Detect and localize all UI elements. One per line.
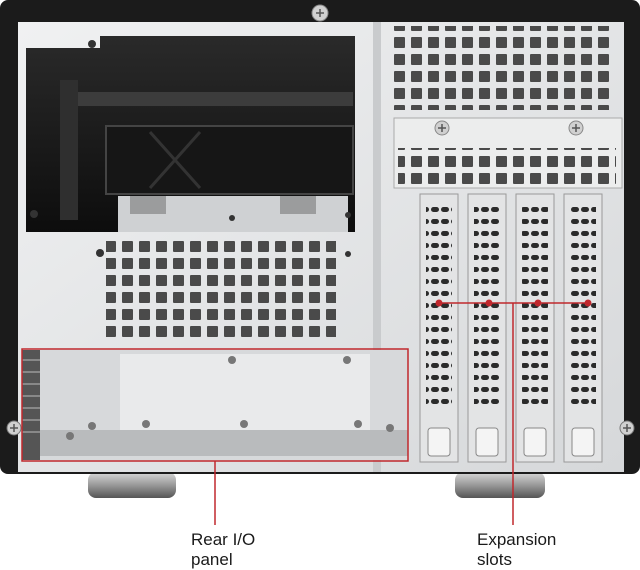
top-vent-grid bbox=[389, 26, 613, 110]
rear-io-opening bbox=[22, 350, 408, 460]
slot-marker-dot bbox=[534, 299, 542, 307]
rear-io-label: Rear I/O panel bbox=[191, 530, 256, 569]
slot-cover bbox=[515, 193, 555, 463]
panel-divider bbox=[373, 22, 381, 472]
left-foot bbox=[88, 472, 176, 498]
slot-marker-dot bbox=[584, 299, 592, 307]
side-screws bbox=[6, 420, 635, 436]
slot-cover bbox=[563, 193, 603, 463]
right-foot bbox=[455, 472, 545, 498]
slot-marker-dot bbox=[485, 299, 493, 307]
drive-bay-opening bbox=[26, 36, 355, 232]
slot-marker-dot bbox=[435, 299, 443, 307]
slot-cover bbox=[467, 193, 507, 463]
slot-bracket bbox=[393, 117, 623, 189]
panel-holes bbox=[30, 40, 351, 257]
slot-cover bbox=[419, 193, 459, 463]
case-feet bbox=[88, 472, 545, 498]
expansion-callout bbox=[435, 299, 592, 525]
expansion-slots-label: Expansion slots bbox=[477, 530, 557, 569]
vent-grid bbox=[106, 238, 336, 342]
rear-io-callout bbox=[21, 348, 409, 525]
